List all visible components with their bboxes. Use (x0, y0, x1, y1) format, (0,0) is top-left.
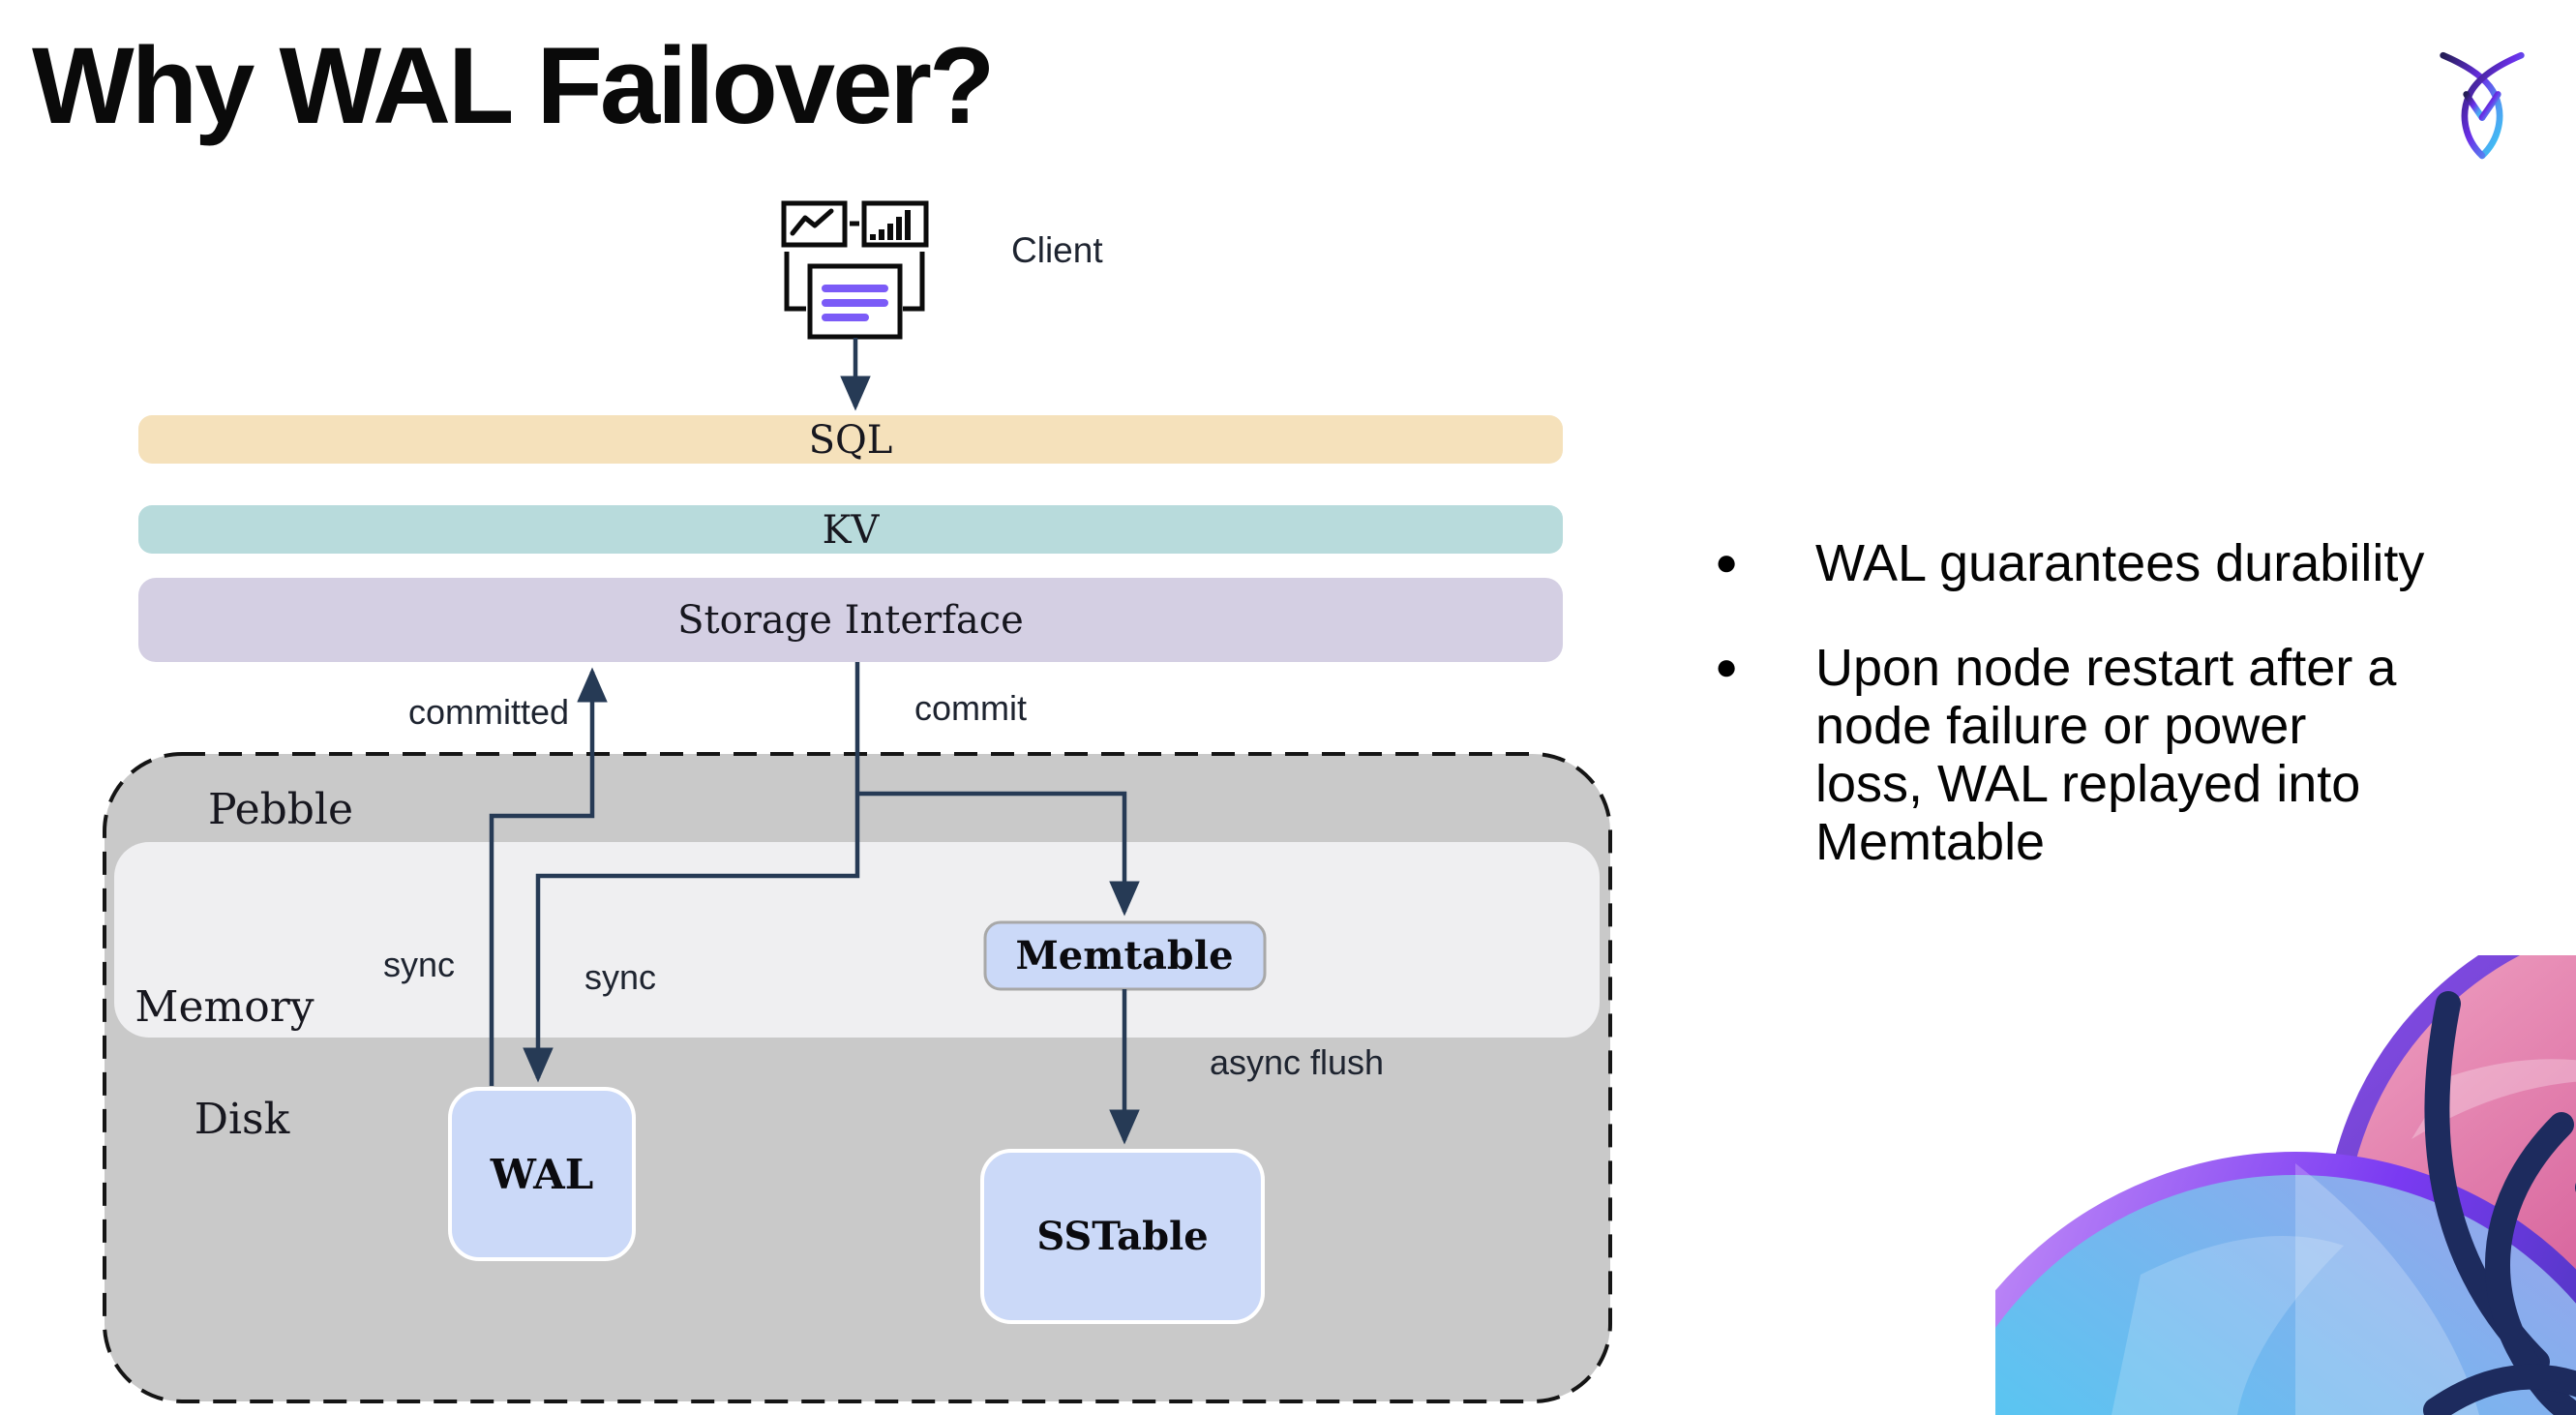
memory-label: Memory (135, 982, 314, 1032)
bullet-dot-icon: ● (1715, 646, 1739, 688)
commit-label: commit (914, 688, 1027, 728)
commit-to-wal-arrow (523, 662, 860, 1083)
async-flush-label: async flush (1210, 1042, 1384, 1082)
sync-right-label: sync (584, 957, 656, 997)
bullet-dot-icon: ● (1715, 541, 1739, 584)
committed-label: committed (408, 692, 569, 732)
bullet-text: WAL guarantees durability (1815, 534, 2425, 592)
kv-layer-bar (138, 505, 1563, 554)
bullet-text: Upon node restart after a node failure o… (1815, 639, 2397, 871)
sstable-label: SSTable (1036, 1214, 1208, 1259)
client-label: Client (1011, 230, 1103, 270)
wal-label: WAL (490, 1151, 594, 1198)
storage-interface-label: Storage Interface (677, 598, 1024, 643)
commit-to-memtable-arrow (857, 791, 1140, 917)
sstable-box (980, 1149, 1265, 1324)
sync-left-label: sync (383, 945, 455, 984)
cockroachdb-logo-icon (2440, 51, 2525, 160)
memtable-label: Memtable (1015, 933, 1233, 978)
client-workstation-icon (781, 200, 929, 340)
storage-interface-bar (138, 578, 1563, 662)
pebble-label: Pebble (208, 785, 353, 834)
kv-layer-label: KV (823, 508, 881, 553)
page-title: Why WAL Failover? (32, 25, 995, 146)
committed-arrow (489, 667, 608, 1086)
list-item: ● Upon node restart after a node failure… (1709, 639, 2425, 871)
list-item: ● WAL guarantees durability (1709, 534, 2425, 592)
bullet-list: ● WAL guarantees durability ● Upon node … (1709, 534, 2425, 871)
wal-box (448, 1087, 636, 1261)
disk-label: Disk (195, 1095, 290, 1144)
sql-layer-bar (138, 415, 1563, 464)
corner-brand-art (1995, 955, 2576, 1415)
sql-layer-label: SQL (809, 418, 893, 463)
